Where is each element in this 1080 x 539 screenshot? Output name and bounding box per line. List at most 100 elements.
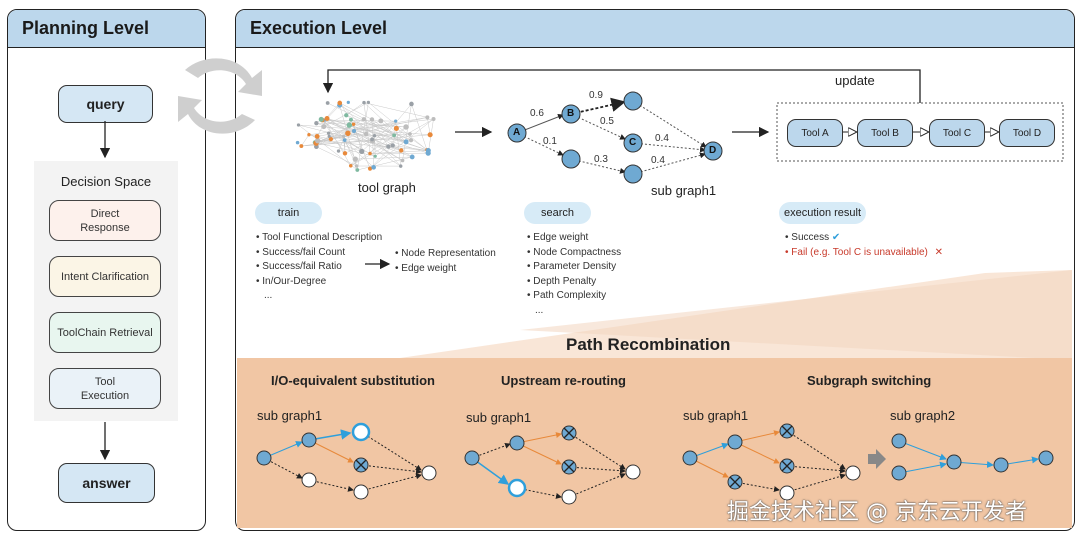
list-item: • Success/fail Ratio bbox=[256, 261, 342, 272]
query-node: query bbox=[58, 85, 153, 123]
cloud-edge bbox=[322, 119, 407, 128]
train-pill: train bbox=[255, 202, 322, 224]
cloud-edge bbox=[353, 130, 403, 161]
cloud-edge bbox=[427, 117, 431, 135]
cloud-node bbox=[367, 166, 373, 171]
cloud-edge bbox=[350, 119, 371, 169]
search-list: • Edge weight • Node Compactness • Param… bbox=[527, 231, 621, 318]
execution-header: Execution Level bbox=[236, 10, 1074, 48]
list-item: ... bbox=[535, 304, 544, 316]
cloud-node bbox=[327, 134, 331, 138]
cloud-edge bbox=[298, 124, 431, 136]
cloud-node bbox=[431, 117, 436, 122]
cloud-edge bbox=[308, 134, 331, 140]
cloud-node bbox=[363, 131, 369, 137]
cloud-node bbox=[342, 138, 347, 143]
update-arrow bbox=[322, 69, 921, 103]
check-icon: ✔ bbox=[831, 232, 841, 243]
cloud-node bbox=[409, 154, 415, 160]
list-item: • Edge weight bbox=[527, 232, 589, 243]
refresh-icon bbox=[178, 58, 262, 134]
card3-graph2-label: sub graph2 bbox=[890, 408, 956, 423]
cloud-node bbox=[399, 148, 404, 153]
watermark: 掘金技术社区 @ 京东云开发者 bbox=[727, 500, 1027, 525]
cloud-node bbox=[314, 133, 320, 139]
edge-weight: 0.4 bbox=[655, 133, 669, 144]
cloud-node bbox=[346, 100, 350, 105]
decision-space-title: Decision Space bbox=[60, 174, 152, 189]
node-b-label: B bbox=[567, 108, 575, 119]
cloud-edge bbox=[363, 102, 407, 143]
cloud-node bbox=[403, 139, 409, 145]
card1-graph-label: sub graph1 bbox=[257, 408, 323, 423]
edge-weight: 0.3 bbox=[594, 154, 608, 165]
node-c-label: C bbox=[629, 137, 637, 148]
edge-weight: 0.1 bbox=[543, 136, 557, 147]
section-title-subgraph: Subgraph switching bbox=[807, 373, 932, 388]
cloud-edge bbox=[344, 140, 373, 154]
cloud-node bbox=[368, 151, 372, 156]
cloud-node bbox=[370, 137, 374, 142]
cloud-edge bbox=[363, 102, 428, 118]
success-item: • Success ✔ bbox=[785, 232, 841, 243]
list-item: • Edge weight bbox=[395, 262, 457, 274]
cloud-edge bbox=[344, 140, 356, 160]
cloud-node bbox=[348, 164, 353, 168]
cloud-node bbox=[326, 131, 331, 135]
cloud-edge bbox=[369, 118, 434, 169]
option-intent-clarification: Intent Clarification bbox=[49, 256, 161, 297]
cloud-edge bbox=[326, 118, 401, 167]
cloud-node bbox=[366, 100, 371, 104]
fail-item: • Fail (e.g. Tool C is unavailable) ✕ bbox=[785, 246, 944, 258]
cloud-node bbox=[321, 124, 327, 130]
cloud-node bbox=[409, 101, 414, 107]
section-title-upstream: Upstream re-routing bbox=[501, 373, 626, 388]
list-item: • Tool Functional Description bbox=[256, 232, 383, 243]
cloud-edge bbox=[346, 102, 365, 116]
option-toolchain-retrieval: ToolChain Retrieval bbox=[49, 312, 161, 353]
cloud-node bbox=[361, 117, 366, 122]
cloud-node bbox=[325, 101, 330, 105]
cross-icon: ✕ bbox=[934, 246, 944, 258]
cloud-node bbox=[345, 130, 351, 137]
cloud-node bbox=[296, 123, 301, 127]
cloud-edge bbox=[380, 120, 395, 136]
cloud-node bbox=[408, 132, 412, 136]
node-d-label: D bbox=[709, 145, 717, 156]
execution-title: Execution Level bbox=[250, 18, 388, 38]
cloud-node bbox=[372, 133, 377, 138]
train-list: • Tool Functional Description • Success/… bbox=[256, 231, 382, 304]
list-item: ... bbox=[264, 290, 273, 301]
cloud-edge bbox=[316, 118, 364, 144]
cloud-edge bbox=[371, 119, 395, 136]
cloud-node bbox=[394, 119, 398, 123]
search-pill: search bbox=[524, 202, 591, 224]
cloud-node bbox=[427, 132, 433, 138]
result-list: • Success ✔ • Fail (e.g. Tool C is unava… bbox=[785, 231, 943, 260]
tool-c-box: Tool C bbox=[929, 119, 985, 147]
cloud-node bbox=[369, 117, 375, 122]
tool-b-box: Tool B bbox=[857, 119, 913, 147]
cloud-edge bbox=[316, 122, 413, 158]
cloud-edge bbox=[375, 146, 389, 157]
switch-arrow-icon bbox=[868, 449, 886, 469]
cloud-node bbox=[403, 124, 409, 130]
card3-graph bbox=[682, 423, 1054, 501]
cloud-edge bbox=[298, 124, 358, 171]
cloud-node bbox=[342, 151, 348, 156]
cloud-edge bbox=[357, 102, 369, 170]
planning-title: Planning Level bbox=[22, 18, 150, 38]
edge-weight: 0.9 bbox=[589, 90, 603, 101]
cloud-edge bbox=[301, 134, 310, 147]
cloud-node bbox=[351, 122, 356, 126]
tool-a-box: Tool A bbox=[787, 119, 843, 147]
cloud-edge bbox=[327, 102, 395, 136]
subgraph-nodes bbox=[507, 91, 723, 184]
card1-graph bbox=[256, 422, 437, 500]
list-item: • Node Compactness bbox=[527, 246, 622, 258]
card2-graph bbox=[464, 425, 641, 505]
cloud-edge bbox=[317, 140, 429, 151]
